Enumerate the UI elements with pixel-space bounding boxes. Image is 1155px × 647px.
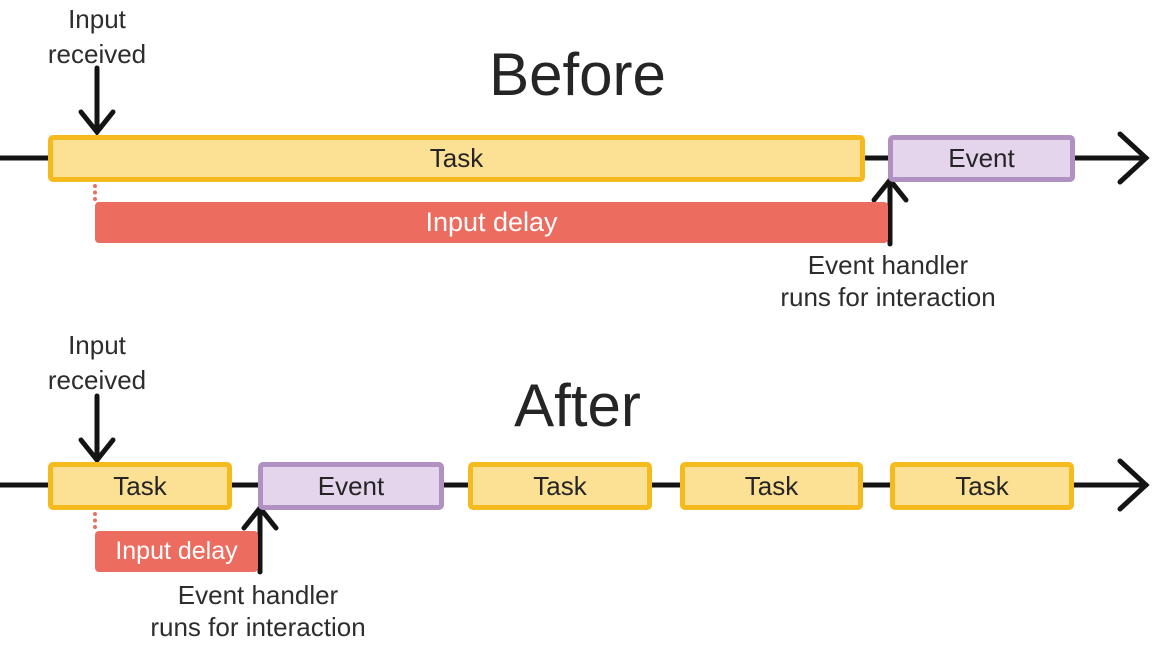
before-title: Before: [489, 41, 666, 108]
input-received-line1: Input: [68, 4, 126, 34]
event-handler-line1: Event handler: [177, 580, 339, 610]
event-handler-label-before: Event handler runs for interaction: [738, 249, 1038, 313]
bar-label: Event: [317, 470, 385, 501]
event-handler-line2: runs for interaction: [780, 282, 996, 312]
input-received-label-before: Input received: [17, 2, 177, 72]
delay-start-dotted-line-after: [93, 512, 97, 529]
input-received-line2: received: [47, 365, 147, 395]
input-delay-bar-before: Input delay: [95, 202, 888, 243]
after-title: After: [514, 372, 641, 439]
task-bar-after-1: Task: [48, 462, 232, 510]
task-bar-after-3: Task: [680, 462, 863, 510]
bar-label: Task: [113, 470, 167, 501]
task-bar-after-2: Task: [468, 462, 652, 510]
input-received-label-after: Input received: [17, 328, 177, 398]
input-received-down-arrow-icon: [78, 65, 116, 137]
bar-label: Event: [948, 143, 1015, 173]
bar-label: Task: [533, 470, 587, 501]
delay-start-dotted-line-before: [93, 184, 97, 201]
event-handler-line1: Event handler: [807, 250, 969, 280]
input-delay-label: Input delay: [425, 207, 558, 237]
input-delay-label: Input delay: [115, 537, 238, 565]
bar-label: Task: [429, 143, 484, 173]
event-bar-after: Event: [258, 462, 444, 510]
event-bar-before: Event: [888, 135, 1075, 182]
event-handler-line2: runs for interaction: [150, 612, 366, 642]
input-received-down-arrow-icon: [78, 393, 116, 465]
task-bar-after-4: Task: [890, 462, 1074, 510]
bar-label: Task: [744, 470, 799, 501]
input-delay-bar-after: Input delay: [95, 531, 258, 572]
input-received-line1: Input: [68, 330, 126, 360]
input-received-line2: received: [47, 39, 147, 69]
bar-label: Task: [955, 470, 1009, 501]
task-bar-before: Task: [48, 135, 865, 182]
event-handler-label-after: Event handler runs for interaction: [108, 579, 408, 643]
